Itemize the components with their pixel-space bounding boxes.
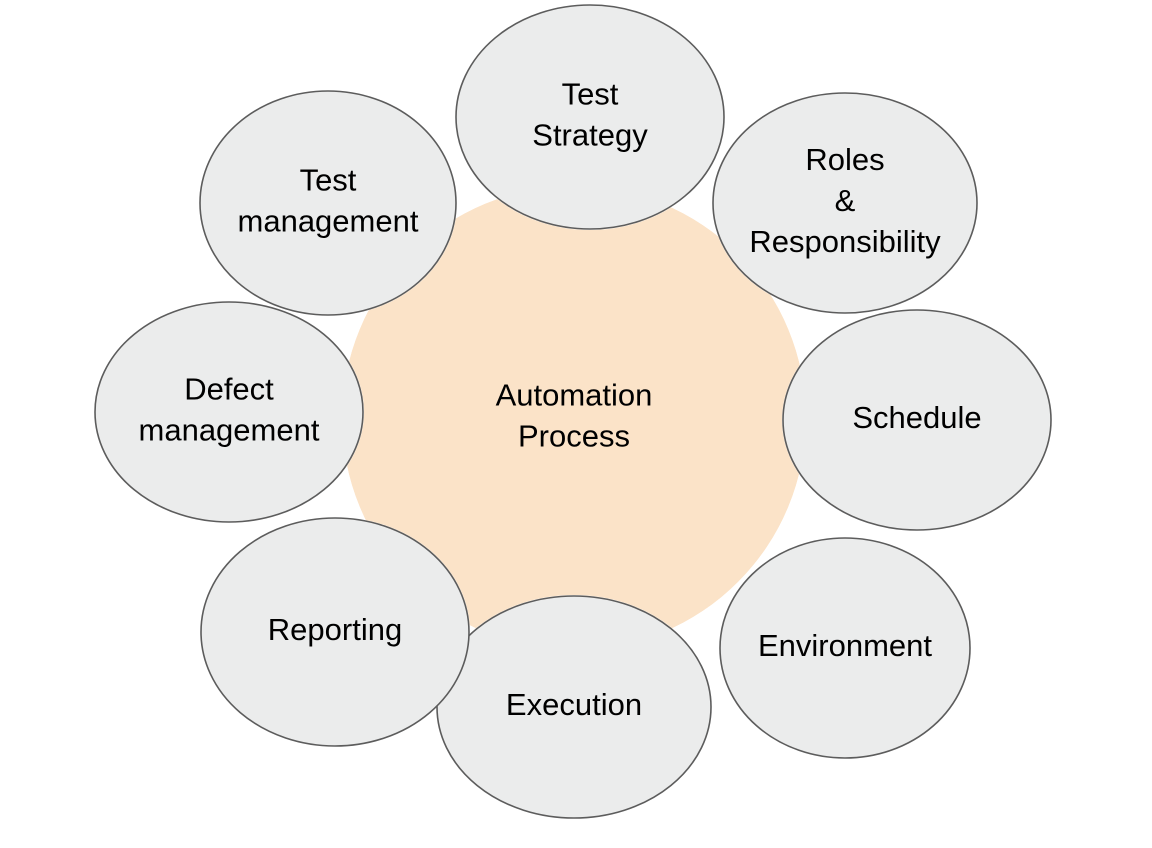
petal-label-environment: Environment xyxy=(758,628,932,663)
petal-label-line: Strategy xyxy=(532,118,648,153)
petal-label-line: Test xyxy=(300,163,357,198)
petal-test-strategy[interactable] xyxy=(455,4,725,230)
petal-label-line: & xyxy=(835,183,856,218)
center-label-line: Process xyxy=(518,419,630,454)
petal-label-line: Defect xyxy=(184,372,274,407)
petal-label-line: management xyxy=(139,413,320,448)
petal-label-line: Environment xyxy=(758,628,932,663)
petal-environment[interactable] xyxy=(719,537,971,759)
petal-label-line: Reporting xyxy=(268,612,402,647)
petal-label-line: Roles xyxy=(805,142,884,177)
petal-schedule[interactable] xyxy=(782,309,1052,531)
petal-label-line: Responsibility xyxy=(749,224,941,259)
petal-label-test-management: Test management xyxy=(238,163,419,239)
petal-label-reporting: Reporting xyxy=(268,612,402,647)
petal-shape-layer xyxy=(94,4,1052,819)
center-label-line: Automation xyxy=(496,378,653,413)
petal-label-line: Execution xyxy=(506,687,642,722)
petal-defect-management[interactable] xyxy=(94,301,364,523)
petal-label-roles-and-responsibility: Roles & Responsibility xyxy=(749,142,941,259)
petal-reporting[interactable] xyxy=(200,517,470,747)
petal-label-schedule: Schedule xyxy=(852,400,981,435)
petal-label-line: management xyxy=(238,204,419,239)
petal-roles-and-responsibility[interactable] xyxy=(712,92,978,314)
center-blob xyxy=(342,186,806,650)
petal-label-line: Test xyxy=(562,77,619,112)
petal-test-management[interactable] xyxy=(199,90,457,316)
petal-label-line: Schedule xyxy=(852,400,981,435)
petal-label-execution: Execution xyxy=(506,687,642,722)
petal-label-defect-management: Defect management xyxy=(139,372,320,448)
